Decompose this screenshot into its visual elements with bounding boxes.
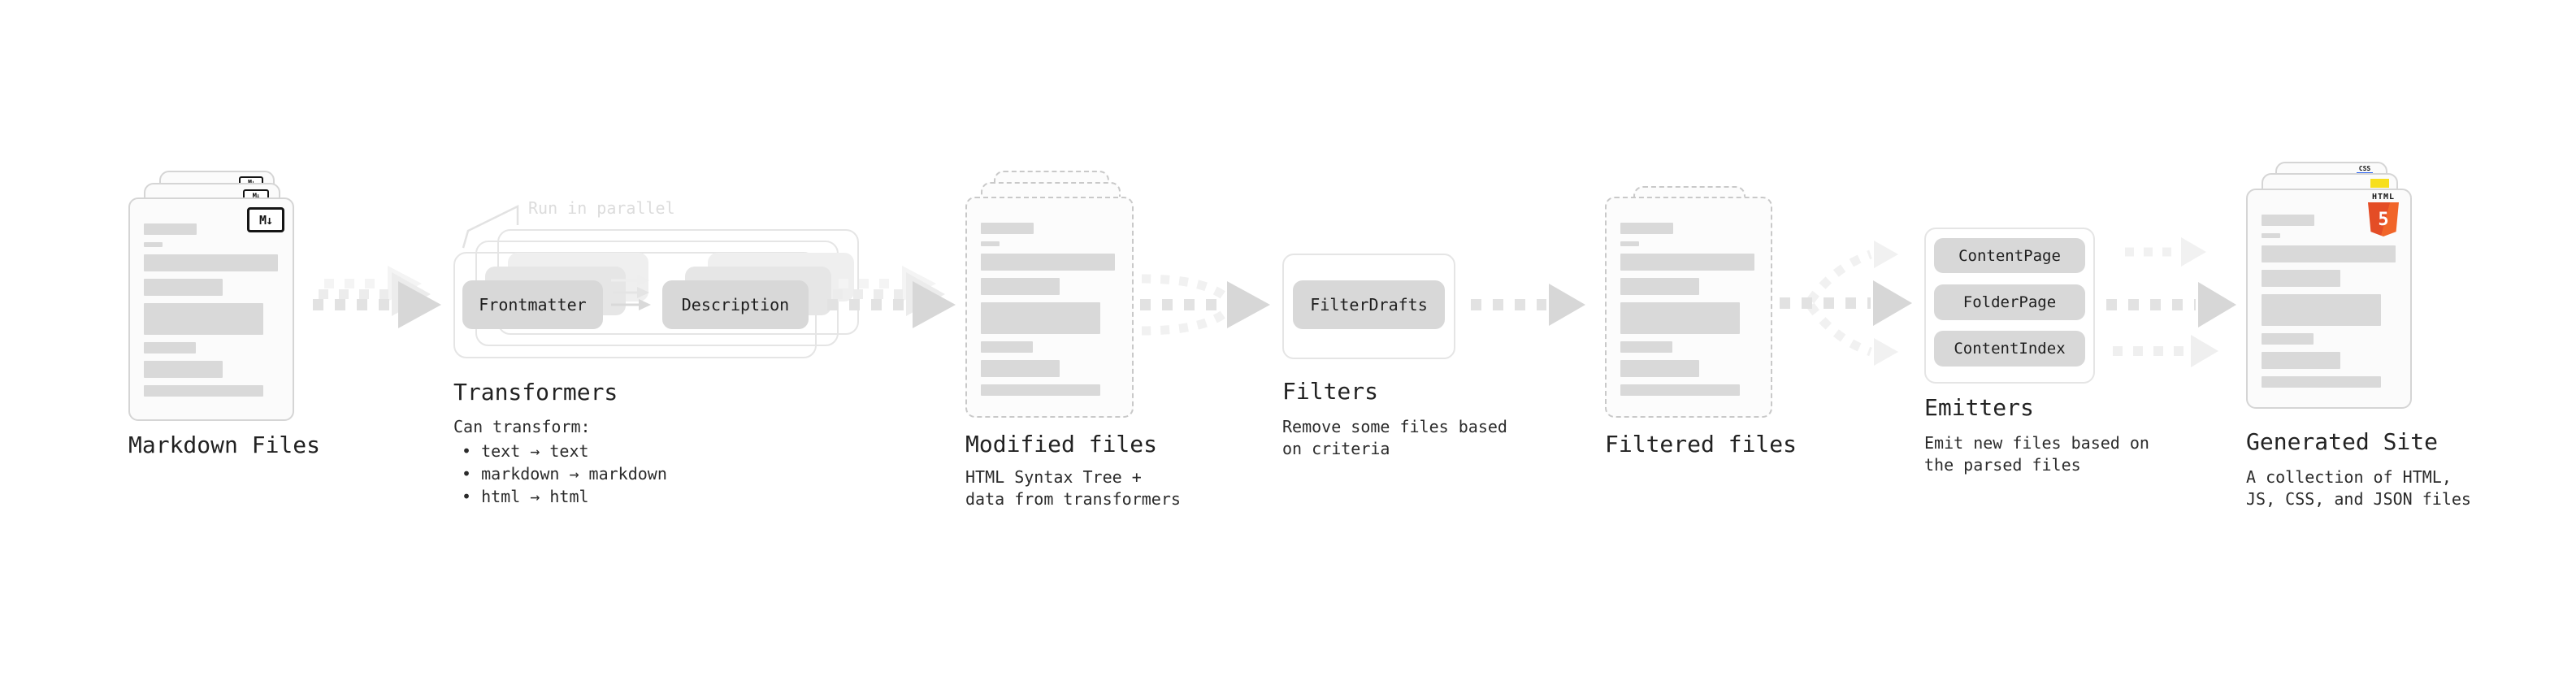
skeleton-bar	[2262, 270, 2340, 287]
skeleton-text-lines	[981, 223, 1115, 403]
skeleton-bar	[981, 384, 1100, 396]
skeleton-bar	[981, 223, 1034, 234]
skeleton-bar	[144, 279, 223, 296]
arrow-filtered-to-emitters-split	[1780, 241, 1912, 366]
bullet-item: • html → html	[462, 487, 589, 506]
stage-title-filters: Filters	[1282, 378, 1379, 405]
skeleton-bar	[2262, 215, 2314, 226]
emitters-subtitle: Emit new files based on the parsed files	[1924, 433, 2149, 475]
markdown-icon: M↓	[247, 207, 284, 232]
stage-title-generated-site: Generated Site	[2246, 428, 2439, 455]
arrow-modified-to-filters-merge	[1140, 274, 1270, 336]
skeleton-bar	[2262, 376, 2381, 388]
arrow-filters-to-filtered	[1471, 284, 1585, 326]
javascript-icon	[2370, 179, 2389, 188]
skeleton-bar	[144, 361, 223, 378]
skeleton-bar	[2262, 333, 2314, 345]
skeleton-bar	[144, 342, 196, 354]
frontmatter-pill: Frontmatter	[462, 280, 603, 329]
html5-icon: HTML 5	[2366, 193, 2401, 236]
skeleton-bar	[981, 241, 1000, 246]
html5-icon-shield: 5	[2368, 202, 2399, 236]
skeleton-bar	[981, 278, 1060, 295]
skeleton-bar	[1620, 278, 1699, 295]
skeleton-text-lines	[144, 223, 278, 404]
stage-title-filtered-files: Filtered files	[1605, 431, 1798, 458]
description-pill: Description	[662, 280, 809, 329]
bullet-item: • markdown → markdown	[462, 464, 667, 484]
filterdrafts-pill: FilterDrafts	[1293, 280, 1445, 329]
skeleton-bar	[981, 254, 1115, 271]
skeleton-bar	[981, 302, 1100, 334]
contentindex-pill: ContentIndex	[1934, 331, 2085, 367]
modified-file-card-front	[965, 197, 1134, 418]
css-icon-label: CSS	[2358, 165, 2371, 172]
skeleton-bar	[1620, 223, 1673, 234]
generated-html-file-card: HTML 5	[2246, 189, 2412, 409]
skeleton-bar	[981, 360, 1060, 377]
bullet-item: • text → text	[462, 441, 589, 461]
skeleton-bar	[981, 341, 1033, 353]
skeleton-bar	[2262, 294, 2381, 326]
skeleton-bar	[1620, 254, 1754, 271]
run-in-parallel-annotation: Run in parallel	[528, 198, 675, 218]
filters-subtitle: Remove some files based on criteria	[1282, 417, 1507, 458]
skeleton-bar	[1620, 341, 1672, 353]
html5-icon-word: HTML	[2371, 193, 2396, 202]
filtered-file-card-front	[1605, 197, 1772, 418]
skeleton-bar	[2262, 245, 2396, 262]
skeleton-bar	[144, 385, 263, 397]
skeleton-bar	[1620, 384, 1740, 396]
transformers-bullet-list: • text → text • markdown → markdown • ht…	[462, 440, 667, 508]
arrow-emitters-to-generated	[2106, 237, 2236, 367]
markdown-file-card-front: M↓	[128, 197, 294, 421]
skeleton-bar	[2262, 352, 2340, 369]
arrow-markdown-to-transformers	[313, 266, 441, 328]
skeleton-bar	[144, 223, 197, 235]
generated-site-subtitle: A collection of HTML, JS, CSS, and JSON …	[2246, 467, 2471, 509]
transformers-caption: Can transform:	[453, 417, 591, 436]
skeleton-bar	[144, 242, 163, 247]
modified-files-subtitle: HTML Syntax Tree + data from transformer…	[965, 467, 1181, 509]
stage-title-modified-files: Modified files	[965, 431, 1158, 458]
skeleton-text-lines	[2262, 215, 2396, 395]
stage-title-transformers: Transformers	[453, 379, 618, 406]
contentpage-pill: ContentPage	[1934, 238, 2085, 273]
folderpage-pill: FolderPage	[1934, 284, 2085, 320]
skeleton-bar	[1620, 302, 1740, 334]
skeleton-bar	[2262, 233, 2280, 238]
skeleton-bar	[144, 254, 278, 271]
stage-title-markdown-files: Markdown Files	[128, 432, 321, 458]
skeleton-bar	[1620, 360, 1699, 377]
skeleton-bar	[144, 303, 263, 335]
skeleton-bar	[1620, 241, 1639, 246]
skeleton-text-lines	[1620, 223, 1754, 403]
stage-title-emitters: Emitters	[1924, 394, 2034, 421]
